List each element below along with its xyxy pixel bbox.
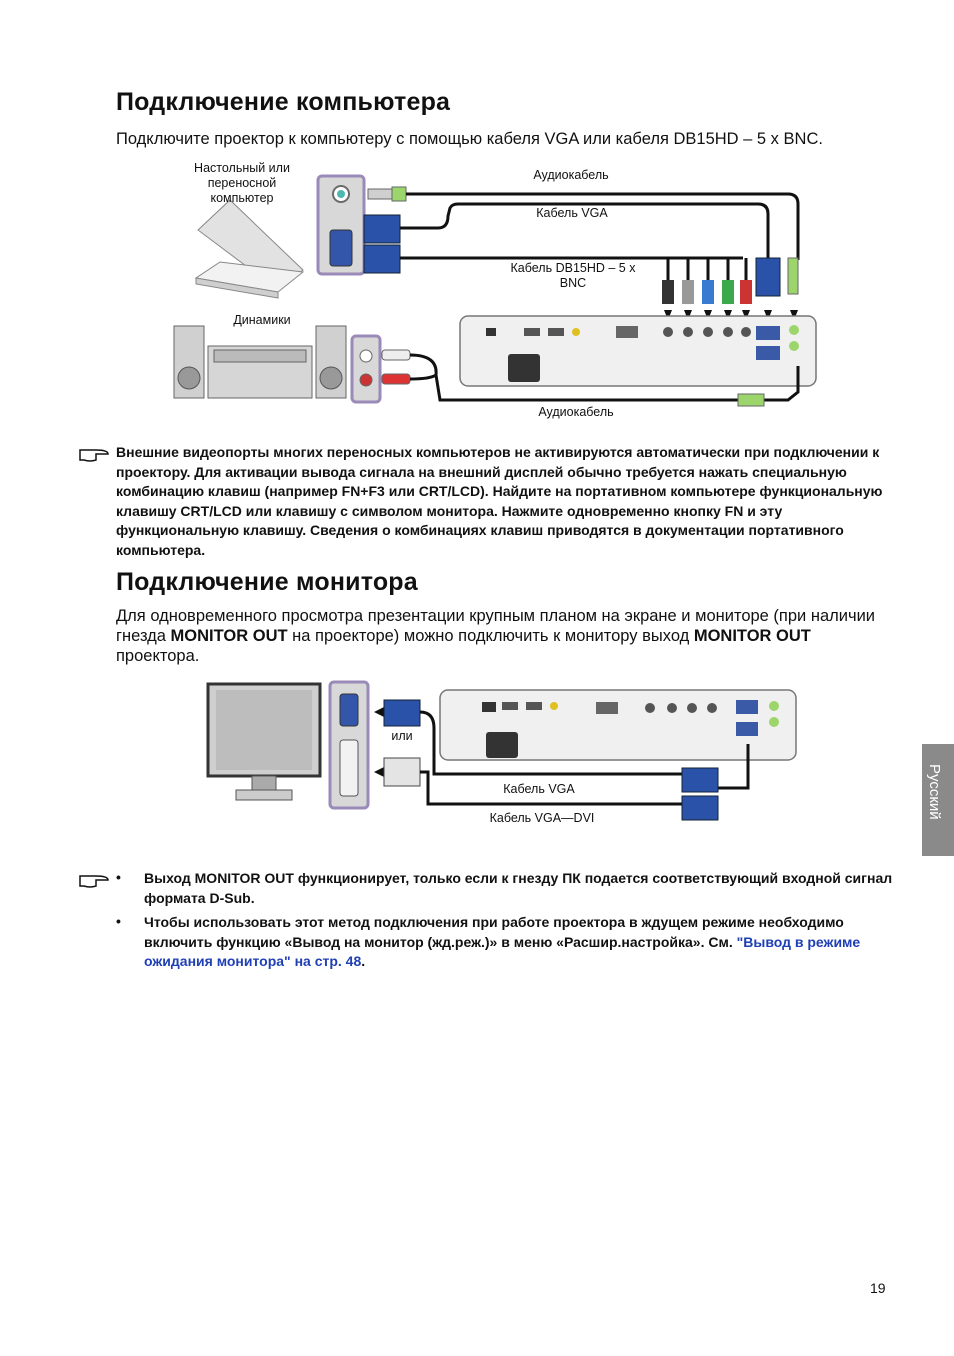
projector-port-panel (439, 689, 797, 761)
label-or: или (391, 729, 413, 743)
label-computer: Настольный или переносной компьютер (194, 161, 290, 205)
vga-connector-icon (681, 795, 719, 821)
bullet-marker: • (116, 869, 121, 885)
projector-port-panel (459, 315, 817, 387)
language-tab: Русский (922, 744, 954, 856)
vga-connector-icon (383, 699, 421, 727)
bullet-standby: Чтобы использовать этот метод подключени… (144, 914, 861, 970)
dvi-connector-icon (383, 757, 421, 787)
vga-connector-icon (363, 214, 401, 244)
label-audio-cable-bottom: Аудиокабель (538, 405, 614, 419)
speaker-port-panel (350, 334, 382, 404)
label-speakers: Динамики (233, 313, 291, 327)
bullet-monitor-out: Выход MONITOR OUT функционирует, только … (144, 870, 893, 906)
monitor-icon (206, 682, 322, 801)
page-number: 19 (870, 1280, 886, 1296)
audio-plug-icon (787, 257, 799, 295)
label-audio-cable-top: Аудиокабель (533, 168, 609, 182)
laptop-icon (194, 199, 305, 299)
monitor-connection-diagram (206, 680, 797, 821)
section-title-computer: Подключение компьютера (116, 88, 451, 116)
audio-plug-icon (367, 186, 407, 202)
bullet-marker: • (116, 913, 121, 929)
pointing-hand-icon (79, 875, 109, 888)
standby-monitor-link[interactable]: "Вывод в режиме ожидания монитора" на ст… (144, 933, 861, 970)
arrow-icons (664, 310, 798, 320)
label-vga-cable: Кабель VGA (536, 206, 608, 220)
section-intro-monitor: Для одновременного просмотра презентации… (116, 607, 875, 665)
vga-connector-icon (363, 244, 401, 274)
section-intro-computer: Подключите проектор к компьютеру с помощ… (116, 130, 823, 148)
audio-plug-icon (737, 393, 765, 407)
speakers-icon (173, 325, 347, 399)
vga-connector-icon (755, 257, 781, 297)
note-external-ports: Внешние видеопорты многих переносных ком… (116, 444, 883, 558)
label-vga-cable-2: Кабель VGA (503, 782, 575, 796)
section-title-monitor: Подключение монитора (116, 568, 418, 596)
pointing-hand-icon (79, 449, 109, 462)
label-vga-dvi-cable: Кабель VGA—DVI (489, 811, 595, 825)
computer-connection-diagram (173, 174, 817, 407)
bnc-connectors (662, 258, 752, 304)
computer-port-panel (316, 174, 366, 276)
label-db15-cable: Кабель DB15HD – 5 x BNC (510, 261, 636, 290)
vga-connector-icon (681, 767, 719, 793)
